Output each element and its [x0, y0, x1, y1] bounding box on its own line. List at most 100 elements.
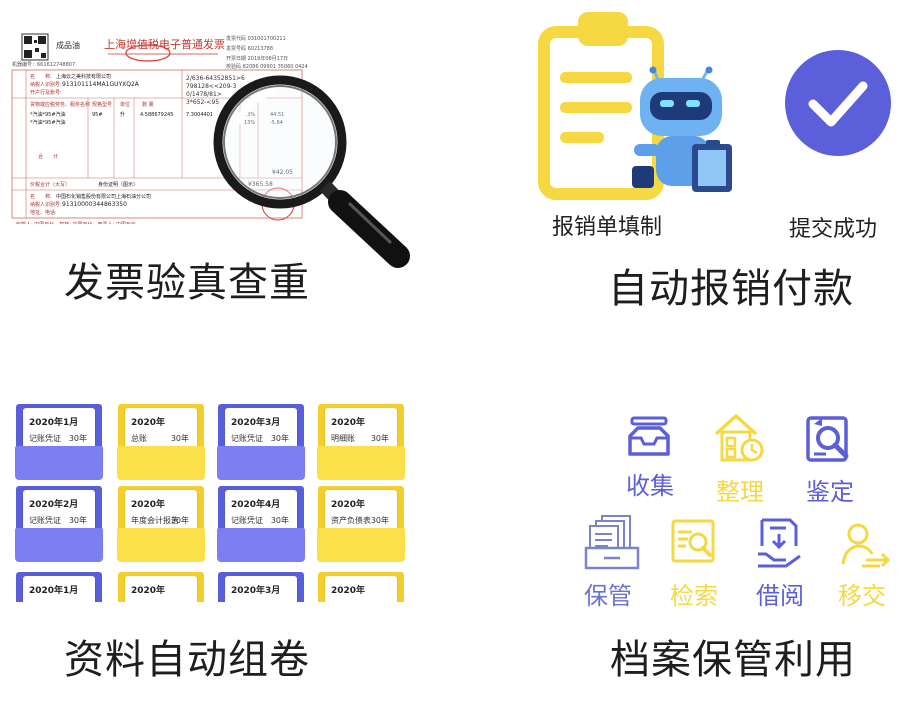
svg-text:4.588679245: 4.588679245: [140, 112, 173, 118]
svg-text:开票日期 2019年08月17日: 开票日期 2019年08月17日: [226, 55, 288, 62]
archive-label-search: 检索: [670, 582, 718, 610]
folder: 2020年3月: [218, 572, 304, 602]
archive-label-storage: 保管: [584, 582, 632, 610]
folder-name: 记账凭证: [231, 516, 263, 525]
svg-text:合 计: 合 计: [38, 153, 58, 160]
folder-retention: 30年: [68, 516, 87, 525]
svg-text:数 量: 数 量: [142, 101, 154, 108]
svg-text:身份证明（图示）: 身份证明（图示）: [98, 181, 138, 188]
svg-text:规格型号: 规格型号: [92, 101, 112, 108]
svg-text:收款人: 中国石化 复核: 中国石化 开票人: 中国石化: 收款人: 中国石化 复核: 中国石化 开票人: 中国石化: [16, 221, 136, 224]
folder-retention: 30年: [270, 434, 289, 443]
svg-text:名 称:: 名 称:: [30, 73, 52, 80]
archive-label-transfer: 移交: [838, 582, 886, 610]
archive-label-borrow: 借阅: [756, 582, 804, 610]
folder-retention: 30年: [170, 434, 189, 443]
archive-label-organize: 整理: [716, 478, 764, 506]
svg-text:-5.64: -5.64: [270, 120, 283, 126]
check-circle-icon: [783, 48, 893, 158]
folder-year: 2020年4月: [231, 500, 281, 510]
folder-year: 2020年1月: [29, 586, 79, 596]
svg-text:升: 升: [120, 111, 125, 118]
invoice-title: 上海增值税电子普通发票: [104, 37, 225, 51]
svg-text:上海云之美科技有限公司: 上海云之美科技有限公司: [56, 73, 111, 80]
svg-text:中国石化销售股份有限公司上海石油分公司: 中国石化销售股份有限公司上海石油分公司: [56, 193, 151, 200]
svg-text:0/1478/81>: 0/1478/81>: [186, 91, 222, 98]
invoice-code: 机器编号：661612748807: [12, 61, 75, 68]
borrow-icon: [756, 516, 802, 574]
folder-name: 记账凭证: [29, 516, 61, 525]
folder: 2020年: [318, 572, 404, 602]
storage-icon: [584, 512, 640, 574]
svg-text:单位: 单位: [120, 101, 130, 108]
folder-retention: 30年: [270, 516, 289, 525]
appraise-icon: [804, 414, 854, 468]
svg-text:44.51: 44.51: [270, 112, 284, 118]
invoice-image: 成品油 上海增值税电子普通发票 发票代码 031001700211 发票号码 6…: [8, 28, 311, 228]
svg-text:地址、电话:: 地址、电话:: [30, 209, 57, 216]
folder-year: 2020年: [131, 418, 166, 428]
svg-text:开户行及账号:: 开户行及账号:: [30, 89, 62, 96]
folder: 2020年4月记账凭证 30年: [217, 486, 305, 564]
folder-year: 2020年2月: [29, 500, 79, 510]
folder-year: 2020年: [131, 500, 166, 510]
folder-year: 2020年: [331, 418, 366, 428]
caption-auto-assemble: 资料自动组卷: [64, 637, 310, 683]
svg-text:2/636-64352851>6: 2/636-64352851>6: [186, 75, 245, 82]
folder-year: 2020年: [131, 586, 166, 596]
svg-text:发票号码 60213788: 发票号码 60213788: [226, 45, 273, 52]
folder: 2020年: [118, 572, 204, 602]
folder-name: 年度会计报告: [131, 516, 179, 525]
svg-text:798128<<209-3: 798128<<209-3: [186, 83, 237, 90]
folder-year: 2020年3月: [231, 586, 281, 596]
svg-text:13%: 13%: [244, 120, 255, 126]
caption-archive-use: 档案保管利用: [610, 637, 856, 683]
search-doc-icon: [670, 518, 716, 570]
caption-auto-reimburse: 自动报销付款: [608, 266, 854, 312]
inbox-icon: [626, 414, 672, 464]
folder-year: 2020年: [331, 586, 366, 596]
folder-retention: 30年: [370, 434, 389, 443]
folder-retention: 30年: [170, 516, 189, 525]
invoice-total: ¥42.05: [272, 169, 293, 176]
folder-year: 2020年1月: [29, 418, 79, 428]
submit-success-label: 提交成功: [789, 217, 878, 242]
caption-invoice-verify: 发票验真查重: [64, 260, 310, 306]
svg-text:*汽油*95#汽油: *汽油*95#汽油: [30, 119, 66, 126]
organize-icon: [712, 412, 766, 468]
folder: 2020年总账 30年: [117, 404, 205, 482]
svg-text:价税合计（大写）: 价税合计（大写）: [30, 181, 70, 188]
svg-text:13%: 13%: [244, 112, 255, 118]
svg-text:名 称:: 名 称:: [30, 193, 52, 200]
svg-text:91310000344863350: 91310000344863350: [62, 201, 127, 208]
folder-year: 2020年: [331, 500, 366, 510]
folder-name: 资产负债表: [331, 516, 371, 525]
folder-name: 明细账: [331, 434, 355, 443]
folder-year: 2020年3月: [231, 418, 281, 428]
invoice-company: 成品油: [56, 40, 80, 50]
folder: 2020年2月记账凭证 30年: [15, 486, 103, 564]
folder-name: 总账: [131, 434, 147, 443]
folder-name: 记账凭证: [231, 434, 263, 443]
svg-text:纳税人识别号:: 纳税人识别号:: [30, 201, 62, 208]
folder: 2020年明细账 30年: [317, 404, 405, 482]
fill-form-label: 报销单填制: [552, 215, 663, 240]
folder: 2020年1月: [16, 572, 102, 602]
svg-text:913101114MA1GUYXQ2A: 913101114MA1GUYXQ2A: [62, 81, 140, 88]
magnifier-icon: [210, 72, 420, 272]
archive-label-appraise: 鉴定: [806, 478, 854, 506]
folder-retention: 30年: [370, 516, 389, 525]
transfer-icon: [840, 522, 892, 574]
folder: 2020年3月记账凭证 30年: [217, 404, 305, 482]
qr-code-icon: [21, 33, 49, 61]
svg-text:发票代码 031001700211: 发票代码 031001700211: [226, 35, 286, 42]
folder-name: 记账凭证: [29, 434, 61, 443]
svg-text:校验码 82086 09901 35060 04240: 校验码 82086 09901 35060 04240: [226, 63, 308, 70]
svg-text:3*652-<95: 3*652-<95: [186, 99, 219, 106]
svg-text:¥365.58: ¥365.58: [248, 181, 273, 188]
svg-text:*汽油*95#汽油: *汽油*95#汽油: [30, 111, 66, 118]
